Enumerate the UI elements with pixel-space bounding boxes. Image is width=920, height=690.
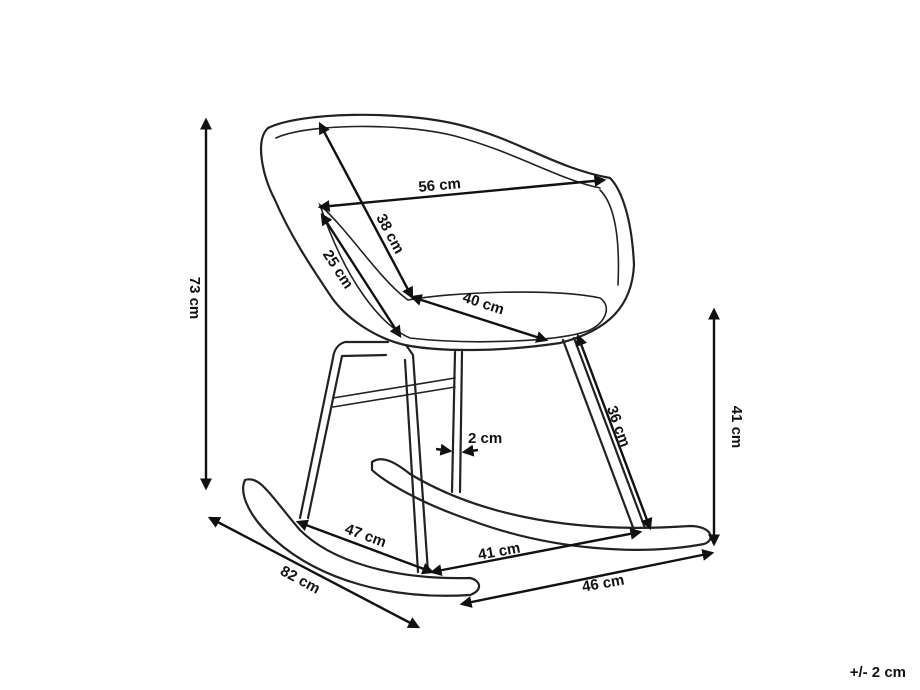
back-leg-right xyxy=(561,336,647,532)
label-height-total: 73 cm xyxy=(186,277,203,320)
arrow-leg-spacing xyxy=(429,527,643,577)
arrow-rocker-length xyxy=(207,516,421,629)
seat-opening xyxy=(318,202,608,343)
leg-crossbar xyxy=(332,377,456,408)
dimension-lines xyxy=(200,117,720,629)
tolerance-note: +/- 2 cm xyxy=(849,664,906,681)
arrow-overall-width xyxy=(459,549,715,608)
label-seat-width: 56 cm xyxy=(418,175,462,196)
arrow-leg-diameter-right xyxy=(461,444,479,457)
chair-drawing xyxy=(242,113,712,597)
label-leg-spacing: 41 cm xyxy=(477,540,522,564)
front-leg-frame xyxy=(298,340,390,520)
shell-outer xyxy=(260,113,636,352)
arrow-seat-depth xyxy=(409,294,549,343)
front-leg-right xyxy=(403,343,430,574)
shell-seam xyxy=(599,189,620,286)
arrow-leg-diameter-left xyxy=(435,443,453,456)
label-leg-diameter: 2 cm xyxy=(468,430,502,447)
arrow-armrest-height xyxy=(320,212,402,339)
label-overall-width: 46 cm xyxy=(581,572,626,596)
label-seat-height: 41 cm xyxy=(728,406,745,449)
back-leg-left xyxy=(450,350,464,494)
arrow-rear-leg xyxy=(575,333,653,531)
